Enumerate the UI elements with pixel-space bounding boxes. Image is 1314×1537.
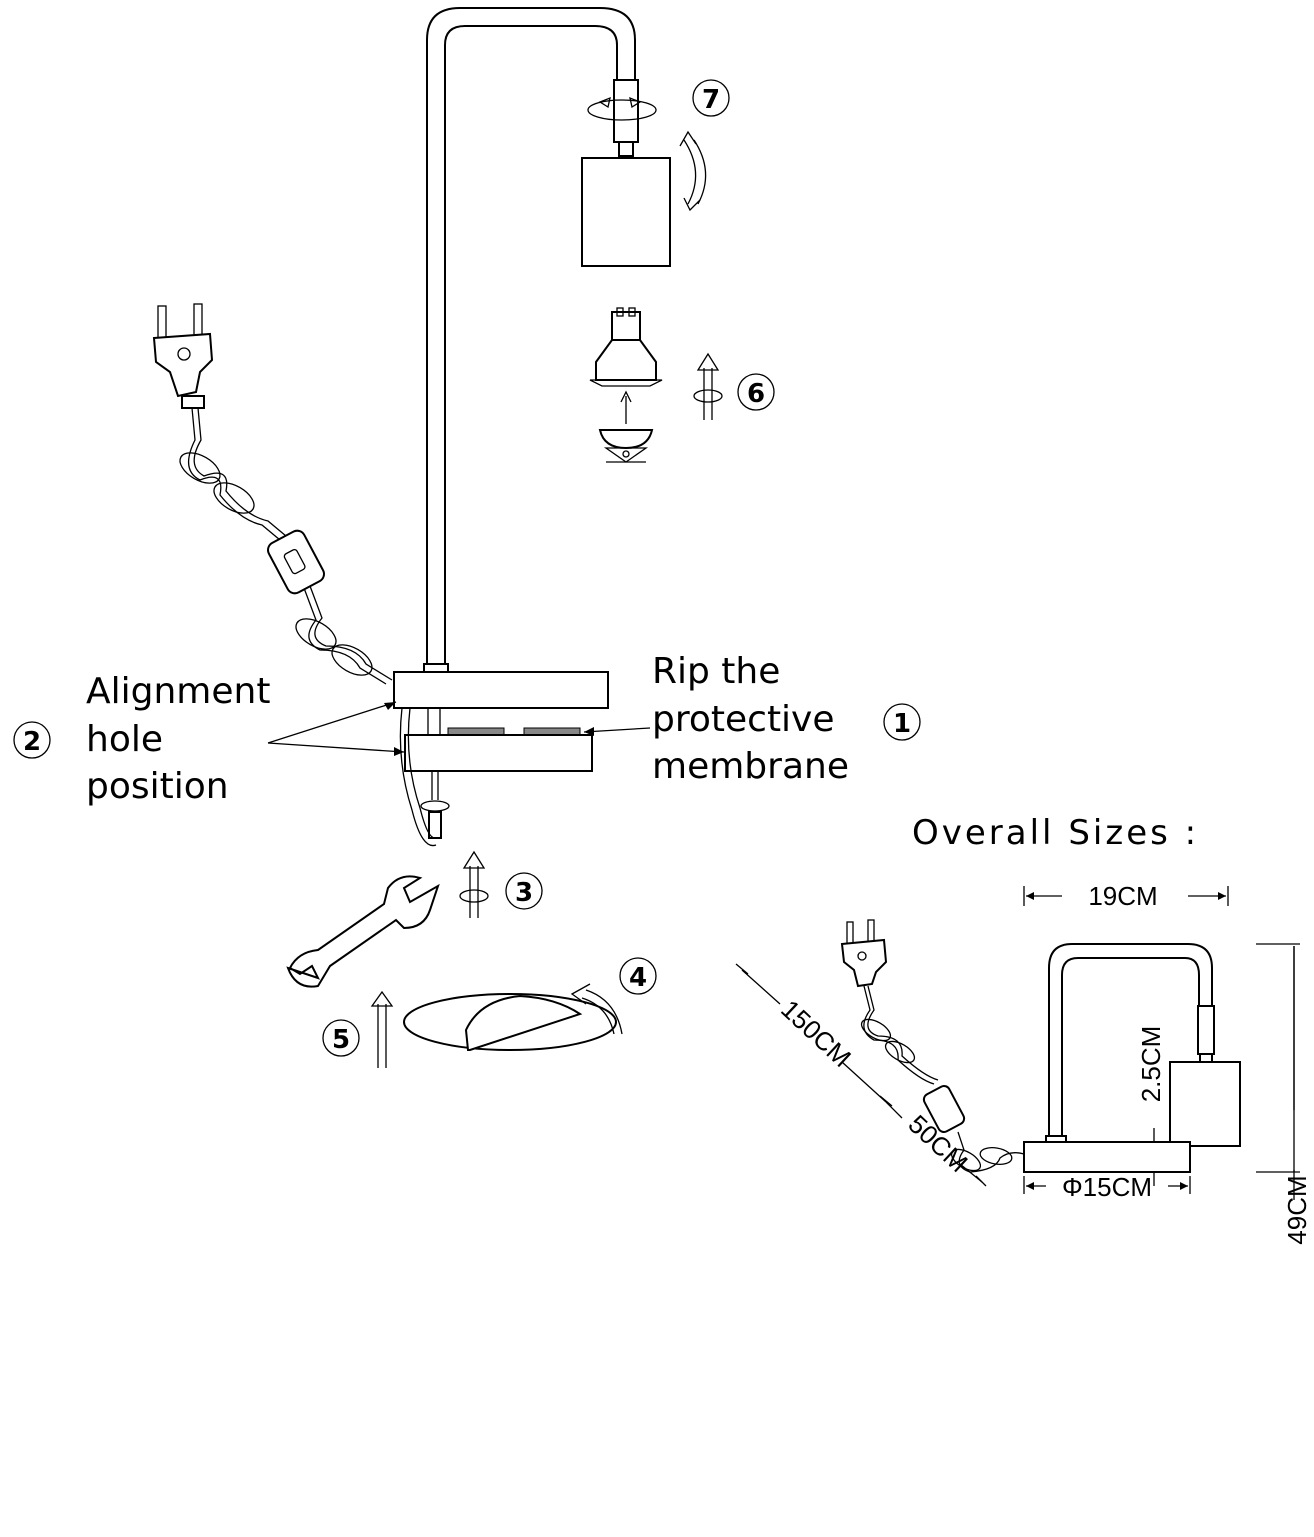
up-arrow-icon-5: [370, 990, 394, 1068]
small-power-cable: [860, 985, 1025, 1173]
step-badge-3: 3: [505, 872, 543, 910]
twist-up-arrow-icon-3: [459, 850, 489, 918]
membrane-line-3: membrane: [652, 746, 849, 787]
alignment-line-2: hole: [86, 719, 163, 760]
inline-switch-icon: [267, 529, 325, 595]
height-value: 49CM: [1282, 1175, 1312, 1244]
adhesive-pads: [447, 727, 581, 736]
step-number-4: 4: [629, 963, 647, 993]
lamp-base-bottom: [404, 734, 593, 772]
base-height-dimension: 2.5CM: [1136, 1026, 1166, 1186]
width-value: 19CM: [1088, 881, 1157, 911]
alignment-line-3: position: [86, 766, 229, 807]
curved-arrow-icon-4: [570, 983, 623, 1035]
alignment-pointer-lines: [267, 701, 405, 756]
step-badge-5: 5: [322, 1019, 360, 1057]
step-badge-1: 1: [883, 703, 921, 741]
step-badge-4: 4: [619, 957, 657, 995]
lamp-base-top: [393, 663, 609, 709]
small-lamp-base: [1023, 1135, 1191, 1173]
small-plug-icon: [840, 919, 888, 988]
wrench-icon: [286, 875, 440, 988]
membrane-label: Rip the protective membrane: [652, 651, 849, 787]
step-number-3: 3: [515, 878, 533, 908]
width-dimension: 19CM: [1023, 881, 1229, 911]
tilt-arrow-icon: [679, 130, 707, 212]
base-diameter-value: Φ15CM: [1062, 1172, 1152, 1202]
height-dimension: 49CM: [1256, 943, 1312, 1245]
step-badge-7: 7: [692, 79, 730, 117]
lamp-arm: [426, 7, 636, 668]
peel-film-icon: [403, 993, 617, 1051]
cable-long-value: 150CM: [775, 994, 857, 1073]
lamp-shade: [581, 157, 671, 267]
cable-length-dimension: 150CM 50CM: [735, 963, 987, 1187]
step-badge-6: 6: [737, 373, 775, 411]
step-badge-2: 2: [13, 721, 51, 759]
membrane-line-1: Rip the: [652, 651, 780, 692]
up-arrow-icon: [620, 390, 632, 424]
alignment-label: Alignment hole position: [86, 671, 282, 807]
membrane-line-2: protective: [652, 699, 835, 740]
step-number-5: 5: [332, 1025, 350, 1055]
twist-up-arrow-icon-6: [693, 352, 723, 420]
socket-connector: [613, 79, 639, 157]
base-diameter-dimension: Φ15CM: [1023, 1172, 1191, 1202]
step-number-2: 2: [23, 727, 41, 757]
base-height-value: 2.5CM: [1136, 1026, 1166, 1103]
step-number-1: 1: [893, 709, 911, 739]
overall-sizes-title: Overall Sizes :: [912, 813, 1199, 853]
membrane-pointer-line: [583, 727, 651, 736]
rotate-arrow-icon: [587, 96, 657, 121]
small-lamp-arm: [1048, 943, 1241, 1147]
plug-icon: [152, 303, 214, 409]
alignment-line-1: Alignment: [86, 671, 270, 712]
power-cable: [179, 407, 393, 685]
gu10-bulb-icon: [589, 307, 663, 387]
bulb-holder-icon: [598, 429, 654, 463]
bolt-and-nut: [399, 707, 450, 847]
step-number-6: 6: [747, 379, 765, 409]
step-number-7: 7: [702, 85, 720, 115]
